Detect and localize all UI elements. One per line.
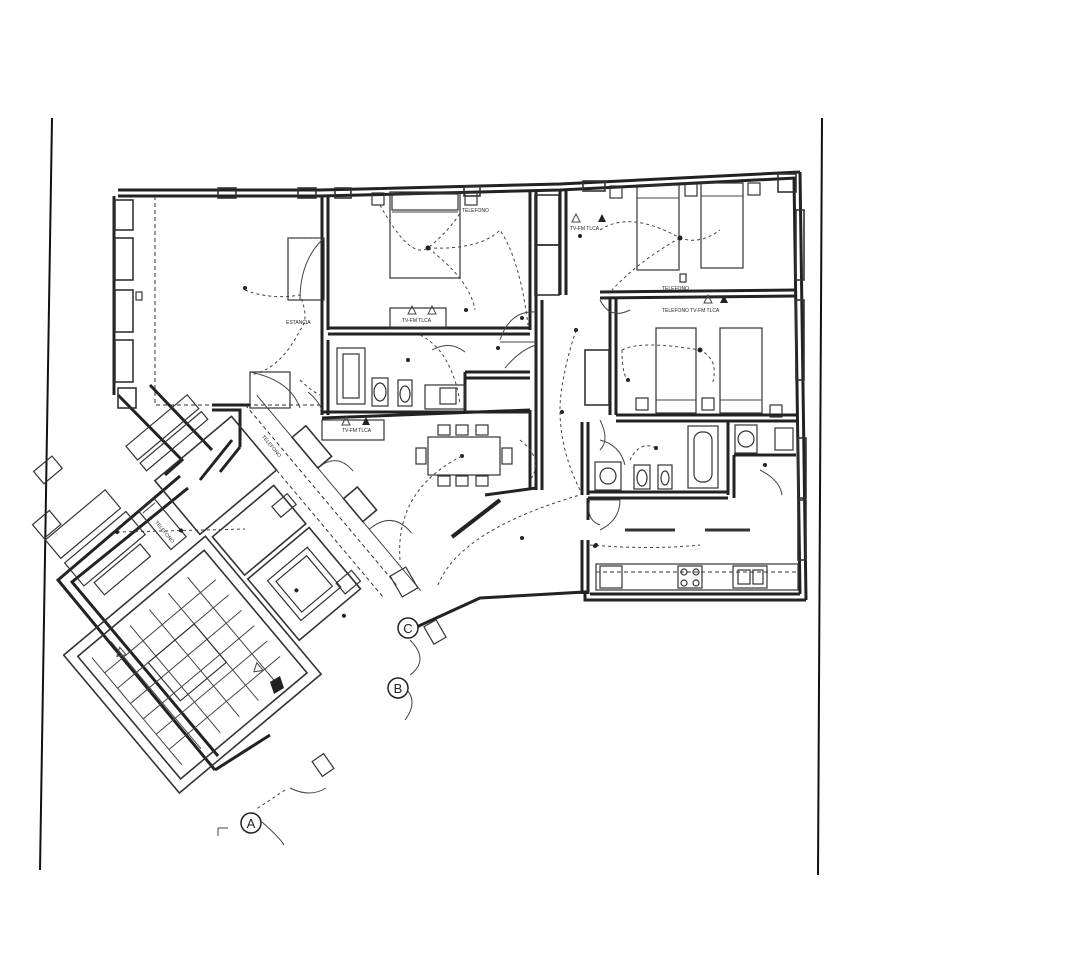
tvfm-label-bed2: TV-FM TLCA <box>570 226 600 232</box>
bathroom-2 <box>594 424 794 496</box>
tvfm-label-bed1: TV-FM TLCA <box>402 318 432 324</box>
kitchen <box>588 499 799 591</box>
marker-b: B <box>387 677 409 699</box>
dining-area <box>399 424 581 586</box>
estancia-label: ESTANCIA <box>286 320 311 326</box>
marker-c-label: C <box>403 621 412 636</box>
telefono-label-mid: TELEFONO <box>662 286 689 292</box>
left-windows <box>114 173 807 561</box>
corridor-details <box>217 566 447 846</box>
marker-a-label: A <box>247 816 256 831</box>
bedroom-2: TV-FM TLCA TELEFONO <box>570 182 761 292</box>
corridor <box>499 299 631 526</box>
tvfm-label-bath: TV-FM TLCA <box>342 428 372 434</box>
bedroom-3: TELEFONO TV-FM TLCA <box>621 293 783 418</box>
marker-b-label: B <box>394 681 403 696</box>
telefono-tvfm-label-bed3: TELEFONO TV-FM TLCA <box>662 308 720 314</box>
stair-grid <box>91 576 281 766</box>
marker-a: A <box>240 812 262 834</box>
bathroom-1: TV-FM TLCA <box>321 334 500 441</box>
page-edge-right <box>817 117 823 876</box>
interior-walls <box>154 190 797 594</box>
living-room: ESTANCIA <box>135 237 325 411</box>
bedroom-1: TELEFONO TV-FM TLCA <box>371 191 529 329</box>
page-edge-left <box>39 117 53 871</box>
rotated-wing: TELEFONO TELEFONO <box>31 393 422 795</box>
marker-c: C <box>397 617 419 639</box>
telefono-label-bed1: TELEFONO <box>462 208 489 214</box>
